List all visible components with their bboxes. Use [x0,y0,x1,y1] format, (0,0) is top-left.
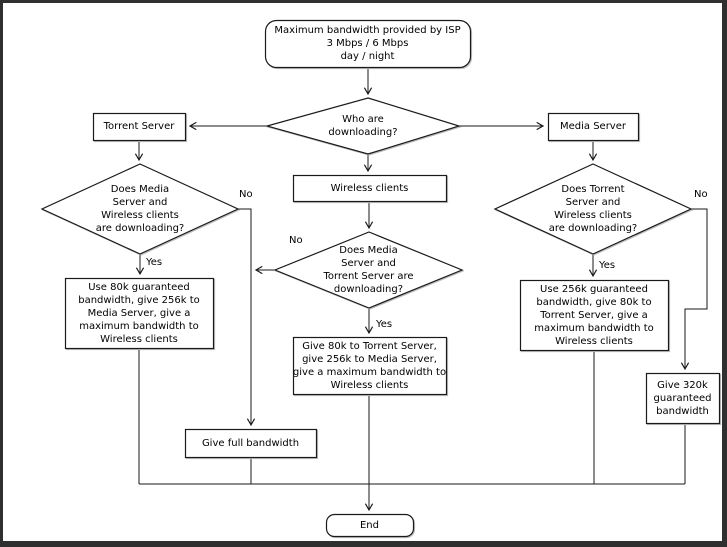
edge-right-decision-no [680,208,708,371]
right-result-shape [519,279,670,352]
end-node-shape [325,513,415,538]
give-full-shape [184,428,318,459]
mid-result-shape [292,336,448,396]
mid-decision-shape [273,231,464,309]
connector-layer [40,19,721,538]
left-decision-shape [40,163,240,255]
give-320k-shape [645,372,721,425]
left-result-shape [64,277,215,350]
right-decision-shape [493,163,693,255]
torrent-server-shape [92,112,187,142]
start-node-shape [264,19,472,69]
wireless-clients-shape [292,174,448,203]
who-decision-shape [264,97,462,155]
edge-left-decision-no [238,208,256,427]
media-server-shape [547,112,640,142]
